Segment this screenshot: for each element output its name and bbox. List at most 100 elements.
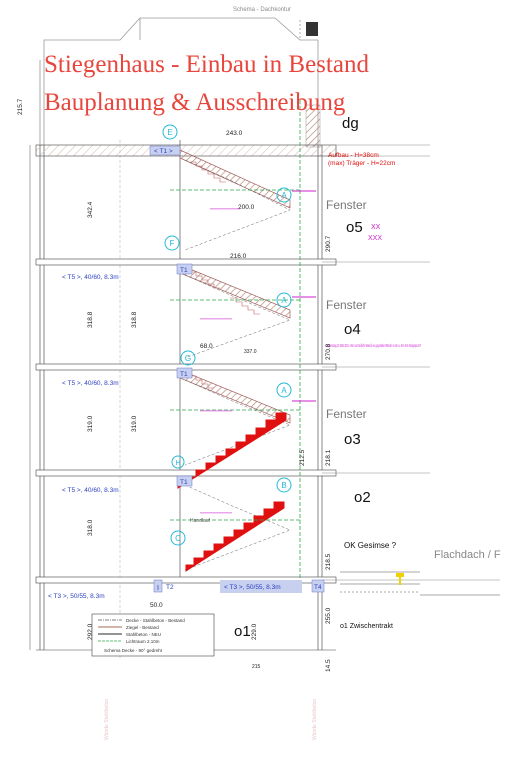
overlay-title-line1: Stiegenhaus - Einbau in Bestand — [44, 51, 369, 78]
floor-label-o2: o2 — [354, 489, 371, 506]
dim-3188b: 318.8 — [131, 311, 138, 328]
dim-50: 50.0 — [150, 602, 163, 609]
faint-captions: Wände Stahlbeton Wände Stahlbeton — [104, 699, 318, 740]
magenta-annotations — [200, 190, 316, 514]
legend-r3: Stahlbeton - NEU — [126, 632, 161, 637]
beam-t1b-label: T1 — [180, 267, 188, 274]
roof-contour — [43, 17, 319, 145]
note-handlauf: Handlauf — [190, 518, 211, 524]
stair-steps-small — [190, 161, 260, 389]
marker-i: I — [157, 585, 159, 592]
marker-a3: A — [281, 386, 287, 395]
dim-292: 292.0 — [87, 623, 94, 640]
note-vormessung: Vormessung 13 März 2021: erstr. und südl… — [326, 343, 421, 348]
dim-318: 318.0 — [87, 519, 94, 536]
note-fenster-o4: Fenster — [326, 298, 367, 312]
dim-215: 215 — [252, 664, 261, 670]
marker-b: B — [281, 481, 286, 490]
dim-2181: 218.1 — [325, 449, 332, 466]
marker-a1: A — [281, 191, 287, 200]
note-ok-gesimse: OK Gesimse ? — [344, 541, 397, 550]
beam-t3-box — [220, 580, 302, 593]
beam-t3-left: < T3 >, 50/55, 8.3m — [48, 593, 105, 600]
svg-text:Wände Stahlbeton: Wände Stahlbeton — [104, 699, 110, 740]
dim-2125: 212.5 — [299, 449, 306, 466]
dim-319b: 319.0 — [131, 415, 138, 432]
marker-a2: A — [281, 296, 287, 305]
dim-216: 216.0 — [230, 253, 247, 260]
dim-2185: 218.5 — [325, 553, 332, 570]
level-lines — [322, 144, 500, 581]
floor-label-o3: o3 — [344, 431, 361, 448]
slab-o3 — [35, 469, 337, 477]
beam-t1d-label: T1 — [180, 479, 188, 486]
note-fenster-o3: Fenster — [326, 407, 367, 421]
new-stair-o3 — [177, 412, 287, 489]
beam-t1b-box — [176, 263, 193, 275]
section-markers: E F A A A G B C H I — [157, 124, 292, 592]
dim-2157: 215.7 — [17, 98, 24, 115]
floor-label-dg: dg — [342, 115, 359, 132]
beam-t4-box — [311, 579, 325, 593]
dimension-chains — [29, 60, 41, 650]
dim-2708: 270.8 — [325, 343, 332, 360]
legend: Decke - Stahlbeton - Bestand Ziegel - Be… — [91, 613, 215, 657]
wall-lines — [39, 140, 323, 650]
new-stair-o2 — [185, 501, 285, 572]
dim-200: 200.0 — [238, 204, 255, 211]
legend-r2: Ziegel - Bestand — [126, 625, 159, 630]
dim-3424: 342.4 — [87, 201, 94, 218]
dim-243: 243.0 — [226, 130, 243, 137]
svg-text:Wände Stahlbeton: Wände Stahlbeton — [312, 699, 318, 740]
beam-t5-o3: < T5 >, 40/60, 8.3m — [62, 487, 119, 494]
beam-i-box — [153, 579, 163, 593]
marker-g: G — [185, 354, 191, 363]
dimension-labels: 243.0 200.0 216.0 68.0 337.0 50.0 215 21… — [17, 98, 332, 672]
note-xxx: XXX — [368, 235, 382, 242]
dim-255: 255.0 — [325, 607, 332, 624]
marker-e: E — [167, 128, 172, 137]
dim-319a: 319.0 — [87, 415, 94, 432]
flat-roof-detail — [340, 571, 500, 596]
stairs-new — [177, 412, 287, 572]
beam-t1c-box — [176, 367, 193, 379]
roof-yellow-marker — [396, 573, 404, 577]
beam-t1d-box — [176, 475, 193, 487]
note-traeger: (max) Träger - H=22cm — [328, 160, 395, 167]
floor-label-o4: o4 — [344, 321, 361, 338]
stairs-existing — [179, 149, 291, 424]
beam-t5-o5: < T5 >, 40/60, 8.3m — [62, 274, 119, 281]
roof-yellow-post — [399, 577, 401, 585]
note-aufbau: Aufbau - H=38cm — [328, 152, 379, 159]
dim-2907: 290.7 — [325, 235, 332, 252]
chimney-block — [306, 22, 318, 36]
beam-t1-label: < T1 > — [154, 148, 173, 155]
legend-r4: Lichtraum 2.10m — [126, 639, 160, 644]
legend-r1: Decke - Stahlbeton - Bestand — [126, 618, 185, 623]
marker-h: H — [175, 460, 180, 467]
note-flachdach: Flachdach / F — [434, 549, 501, 561]
dim-337: 337.0 — [244, 349, 257, 355]
note-fenster-o5: Fenster — [326, 198, 367, 212]
beam-t5-o4: < T5 >, 40/60, 8.3m — [62, 380, 119, 387]
dim-229: 229.0 — [251, 623, 258, 640]
floor-label-o5: o5 — [346, 219, 363, 236]
overlay-title-line2: Bauplanung & Ausschreibung — [44, 89, 346, 116]
beam-t2-label: T2 — [166, 584, 174, 591]
floor-label-o1: o1 — [234, 623, 251, 640]
sheet-title: Schema - Dachkontur — [233, 7, 291, 13]
beam-t4-label: T4 — [314, 584, 322, 591]
legend-r5: Schema Decke - 90° gedreht — [104, 648, 163, 653]
dim-145: 14.5 — [325, 659, 332, 672]
beam-t3-right: < T3 >, 50/55, 8.3m — [224, 584, 281, 591]
dim-3188a: 318.8 — [87, 311, 94, 328]
dim-68: 68.0 — [200, 343, 213, 350]
beam-t1-box — [149, 145, 181, 156]
beam-t1c-label: T1 — [180, 371, 188, 378]
floor-label-o1-zwischentrakt: o1 Zwischentrakt — [340, 623, 393, 630]
floor-slabs — [35, 144, 337, 651]
marker-c: C — [175, 534, 181, 543]
marker-f: F — [170, 239, 175, 248]
green-lines — [170, 100, 301, 590]
